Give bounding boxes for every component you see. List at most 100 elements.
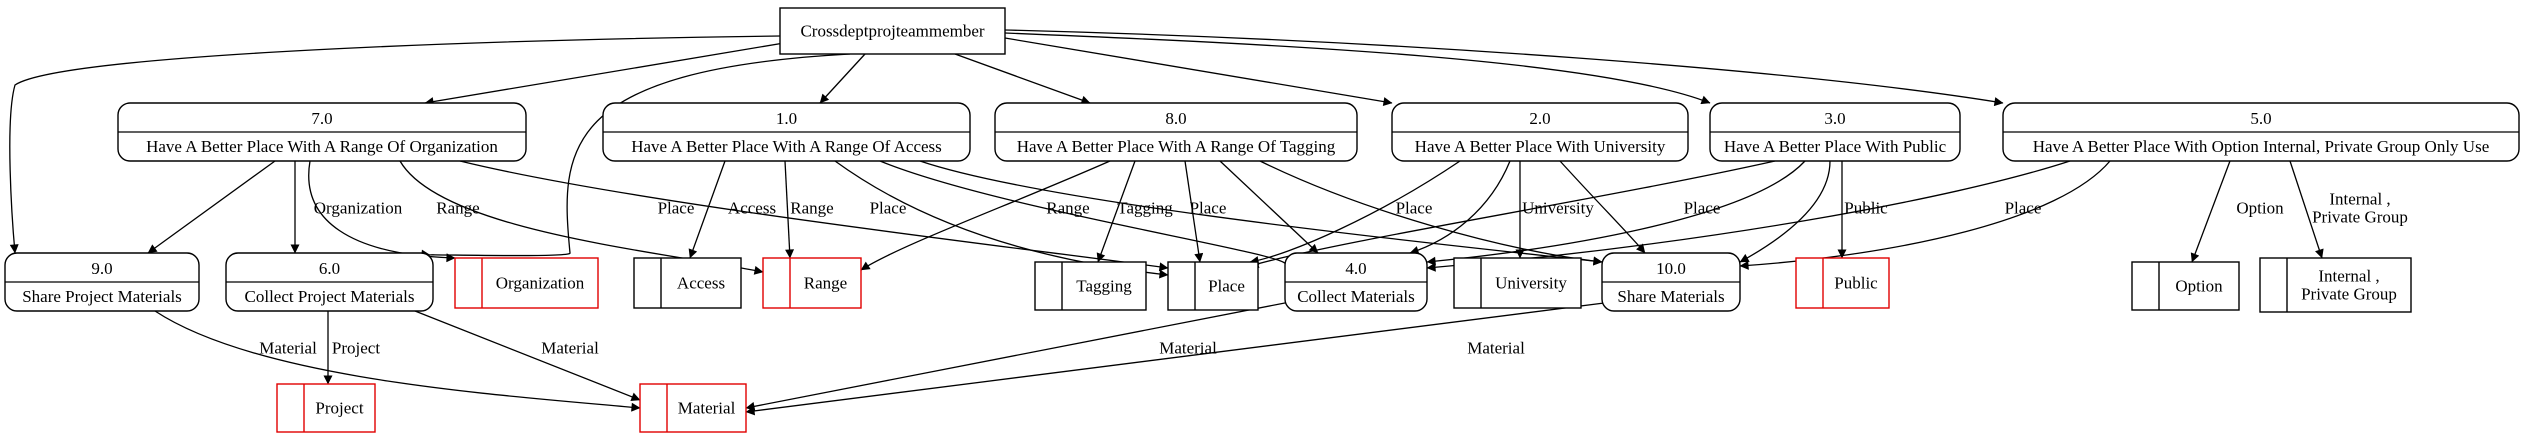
store-range[interactable]: Range bbox=[762, 257, 862, 309]
store-access[interactable]: Access bbox=[633, 257, 742, 309]
edge-label-text: Material bbox=[1159, 339, 1217, 358]
flow-p1-range: Range bbox=[784, 160, 834, 259]
store-tagging[interactable]: Tagging bbox=[1034, 261, 1147, 311]
edge-label: Range bbox=[436, 199, 479, 218]
edge-label-text: Place bbox=[1190, 199, 1227, 218]
store-organization[interactable]: Organization bbox=[454, 257, 599, 309]
process-title: Have A Better Place With A Range Of Orga… bbox=[146, 137, 498, 156]
edge-label: Material bbox=[1159, 339, 1217, 358]
edge-label: Place bbox=[2005, 199, 2042, 218]
flow-entity-p2 bbox=[1004, 37, 1393, 107]
store-label: Project bbox=[315, 399, 363, 418]
edge-label-text: Place bbox=[1684, 199, 1721, 218]
flow-p10-material: Material bbox=[745, 301, 1613, 416]
store-label: Internal , bbox=[2318, 267, 2379, 286]
store-label: Place bbox=[1208, 277, 1245, 296]
store-label: Private Group bbox=[2301, 285, 2397, 304]
store-place[interactable]: Place bbox=[1167, 261, 1259, 311]
edge-label: Place bbox=[1190, 199, 1227, 218]
edge-label-text: Range bbox=[436, 199, 479, 218]
edge-label-text: Place bbox=[658, 199, 695, 218]
edge-label: Range bbox=[790, 199, 833, 218]
flow-p1-place: Place bbox=[834, 160, 1169, 279]
flow-p8-tagging: Tagging bbox=[1096, 160, 1173, 263]
edge-label-text: Tagging bbox=[1117, 199, 1173, 218]
store-option[interactable]: Option bbox=[2131, 261, 2240, 311]
edge-label: Organization bbox=[314, 199, 403, 218]
process-number: 5.0 bbox=[2250, 109, 2271, 128]
edge-label-text: Access bbox=[728, 199, 776, 218]
edge-label: Option bbox=[2236, 199, 2284, 218]
edge-label-text: Place bbox=[1396, 199, 1433, 218]
flow-p2-p10 bbox=[1559, 160, 1646, 254]
edge-label: Place bbox=[1396, 199, 1433, 218]
edge-label: Public bbox=[1844, 199, 1888, 218]
process-number: 1.0 bbox=[776, 109, 797, 128]
flow-p9-material: Material bbox=[154, 310, 641, 412]
edge-label-text: Public bbox=[1844, 199, 1888, 218]
flow-p3-public: Public bbox=[1837, 161, 1888, 259]
edge-label-text: Private Group bbox=[2312, 208, 2408, 227]
edge-label-text: Material bbox=[1467, 339, 1525, 358]
edge-label: Place bbox=[870, 199, 907, 218]
flow-p8-range: Range bbox=[860, 160, 1111, 271]
edge-label: Material bbox=[1467, 339, 1525, 358]
store-label: Organization bbox=[496, 274, 585, 293]
store-public[interactable]: Public bbox=[1795, 257, 1890, 309]
store-internal[interactable]: Internal ,Private Group bbox=[2259, 257, 2412, 313]
flow-p2-university: University bbox=[1515, 161, 1594, 259]
edge-label-text: Organization bbox=[314, 199, 403, 218]
process-number: 7.0 bbox=[311, 109, 332, 128]
flow-p8-p4 bbox=[1219, 160, 1319, 254]
process-number: 2.0 bbox=[1529, 109, 1550, 128]
flow-p5-internal: Internal ,Private Group bbox=[2289, 160, 2408, 259]
flow-p3-p10 bbox=[1739, 160, 1831, 263]
store-project[interactable]: Project bbox=[276, 383, 376, 433]
edge-label-text: Place bbox=[870, 199, 907, 218]
process-title: Have A Better Place With Public bbox=[1724, 137, 1947, 156]
edge-label: Tagging bbox=[1117, 199, 1173, 218]
entity-crossdeptprojteammember[interactable]: Crossdeptprojteammember bbox=[779, 7, 1006, 55]
edge-label: Place bbox=[1684, 199, 1721, 218]
edge-label-text: Material bbox=[259, 339, 317, 358]
process-title: Collect Materials bbox=[1297, 287, 1415, 306]
store-material[interactable]: Material bbox=[639, 383, 747, 433]
edge-label-text: Range bbox=[790, 199, 833, 218]
store-label: University bbox=[1495, 274, 1567, 293]
flow-entity-p1 bbox=[819, 53, 866, 104]
store-label: Public bbox=[1834, 274, 1878, 293]
process-title: Have A Better Place With A Range Of Tagg… bbox=[1017, 137, 1336, 156]
entity-label: Crossdeptprojteammember bbox=[800, 22, 984, 41]
flow-entity-p3 bbox=[1004, 32, 1711, 105]
process-title: Have A Better Place With Option Internal… bbox=[2033, 137, 2490, 156]
flow-p3-place: Place bbox=[1249, 160, 1776, 268]
flow-p5-p4: Place bbox=[1426, 160, 2071, 272]
edge-label: Material bbox=[259, 339, 317, 358]
edge-label-text: Project bbox=[332, 339, 380, 358]
edge-label: Place bbox=[658, 199, 695, 218]
flow-p3-p4 bbox=[1426, 160, 1806, 266]
edge-label-text: University bbox=[1522, 199, 1594, 218]
flow-p6-material: Material bbox=[414, 310, 641, 402]
flow-p2-place: Place bbox=[1249, 160, 1461, 265]
edge-label: Range bbox=[1046, 199, 1089, 218]
edge-label-text: Range bbox=[1046, 199, 1089, 218]
edge-label-text: Place bbox=[2005, 199, 2042, 218]
store-label: Range bbox=[804, 274, 847, 293]
flow-p6-project: Project bbox=[323, 311, 380, 385]
edge-label: Material bbox=[541, 339, 599, 358]
store-university[interactable]: University bbox=[1453, 257, 1582, 309]
